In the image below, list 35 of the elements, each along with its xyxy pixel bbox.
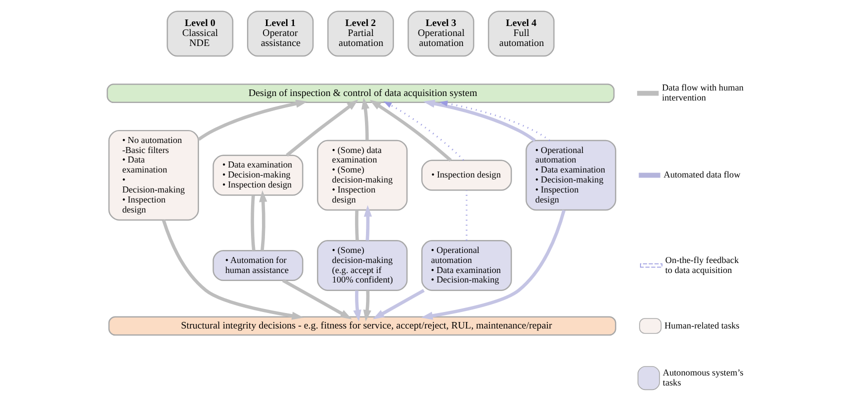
arrow (258, 190, 267, 251)
node-box: • Inspection design (420, 160, 512, 191)
legend-label: Data flow with human intervention (661, 82, 744, 103)
node-box: • Automation for human assistance (212, 250, 303, 282)
arrow (282, 278, 352, 320)
node-box: Level 1 Operator assistance (246, 10, 314, 57)
arrow (363, 205, 372, 241)
node-box: Level 4 Full automation (487, 10, 554, 57)
node-box: Level 3 Operational automation (407, 10, 474, 57)
node-box: • No automation -Basic filters • Data examination • Decision-making • Inspection design (108, 130, 198, 221)
legend-label: Autonomous system’s tasks (662, 367, 743, 388)
arrow (360, 98, 369, 140)
arrow (197, 100, 307, 141)
node-box: • Operational automation • Data examination • Decision-making (420, 240, 512, 291)
arrow (438, 100, 550, 142)
arrow (352, 290, 361, 322)
legend-label: Automated data flow (663, 170, 740, 180)
arrow (362, 290, 371, 322)
node-box: Level 2 Partial automation (326, 10, 394, 57)
legend-label: Human-related tasks (664, 320, 739, 330)
node-box: • Operational automation • Data examination • Decision-making • Inspection design (525, 140, 616, 211)
arrow (372, 288, 424, 320)
node-box: • (Some) decision-making (e.g. accept if 100% confident) (316, 240, 408, 291)
arrow (285, 99, 358, 157)
arrow (422, 100, 536, 142)
node-box: • Data examination • Decision-making • Inspection design (212, 154, 303, 196)
node-box: Level 0 Classical NDE (166, 10, 233, 57)
connector (250, 195, 255, 251)
node-box: Structural integrity decisions - e.g. fitness for service, accept/reject, RUL, maintenance/repair (108, 316, 616, 336)
connector (354, 210, 358, 241)
arrow (369, 100, 452, 162)
arrow (382, 101, 464, 161)
node-box: • (Some) data examination • (Some) decision-making • Inspection design (316, 140, 408, 211)
legend-label: On-the-fly feedback to data acquisition (664, 254, 738, 275)
node-box: Design of inspection & control of data acquisition system (106, 84, 614, 104)
